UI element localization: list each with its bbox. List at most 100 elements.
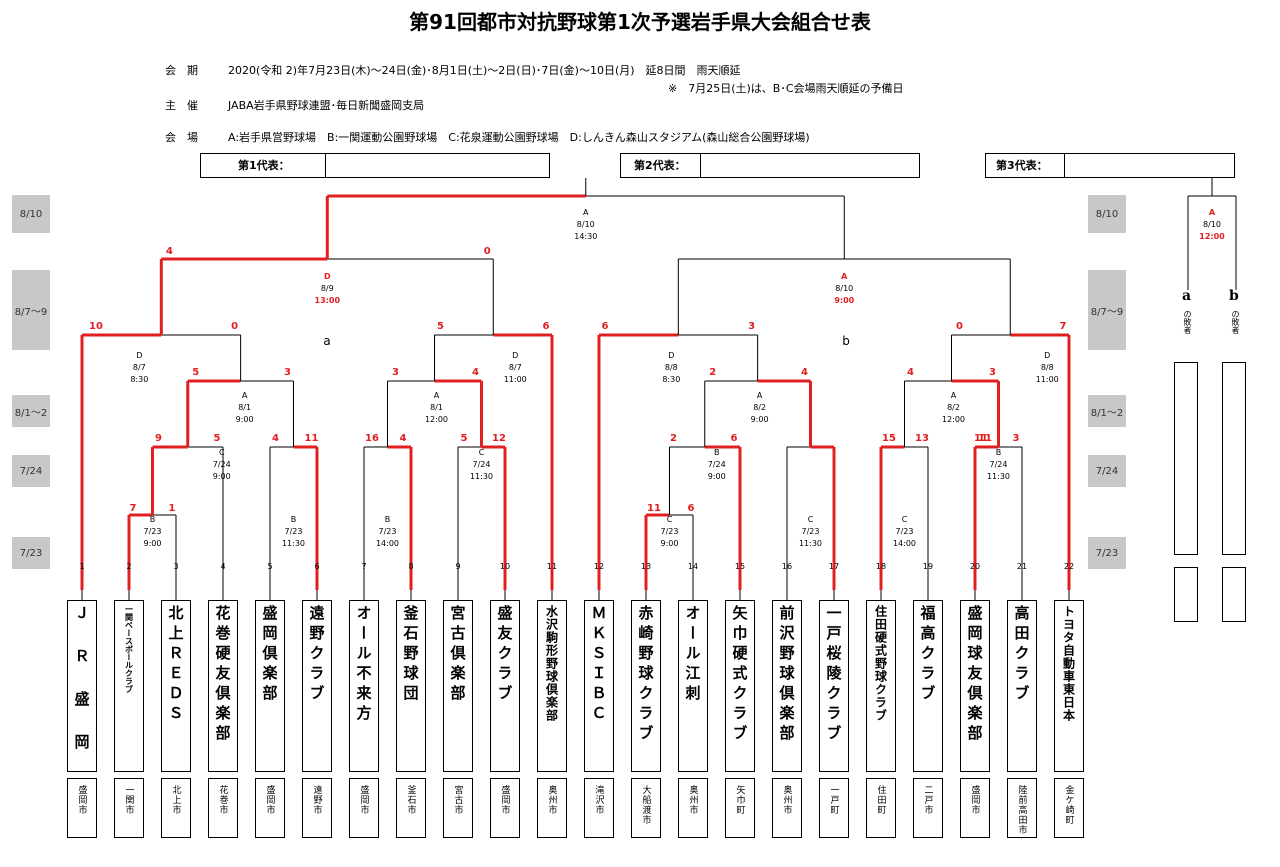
date-7-24-left: 7/24 [12,455,50,487]
match-date: 7/24 [473,460,491,469]
team-number: 11 [547,562,557,571]
date-8-1-left: 8/1～2 [12,395,50,427]
team-name: オール不来方 [354,605,373,725]
loser-b-city-box [1222,567,1246,622]
city-box: 奥州市 [772,778,802,838]
match-score: 5 [461,433,468,444]
match-time: 14:00 [893,539,916,548]
team-number: 22 [1064,562,1074,571]
match-score: 11 [974,433,988,444]
city-box: 二戸市 [913,778,943,838]
match-time: 11:30 [282,539,305,548]
second-rep-box [620,153,920,178]
team-name: 一戸桜陵クラブ [824,605,843,745]
page-title: 第91回都市対抗野球第1次予選岩手県大会組合せ表 [409,10,871,34]
host-label: 主 催 [165,99,198,112]
match-venue: A [583,208,589,217]
match-date: 8/2 [753,403,766,412]
team-number: 18 [876,562,886,571]
team-box: オール不来方 [349,600,379,772]
match-date: 7/23 [661,527,679,536]
team-box: 矢巾硬式クラブ [725,600,755,772]
match-venue: D [512,351,518,360]
team-number: 19 [923,562,933,571]
team-city: 金ケ崎町 [1063,785,1074,825]
match-score: 5 [437,321,444,332]
match-score: 0 [484,246,491,257]
match-score: 6 [688,503,695,514]
team-name: 住田硬式野球クラブ [873,605,888,722]
team-name: 盛岡倶楽部 [260,605,279,705]
team-number: 17 [829,562,839,571]
city-box: 盛岡市 [67,778,97,838]
team-box: 花巻硬友倶楽部 [208,600,238,772]
date-7-23-right: 7/23 [1088,537,1126,569]
match-venue: C [667,515,673,524]
team-city: 盛岡市 [499,785,510,815]
team-number: 3 [173,562,178,571]
team-number: 20 [970,562,980,571]
match-venue: B [291,515,297,524]
match-date: 7/24 [213,460,231,469]
team-number: 6 [314,562,319,571]
team-box: 水沢駒形野球倶楽部 [537,600,567,772]
loser-a-city-box [1174,567,1198,622]
team-name: 福高クラブ [918,605,937,705]
match-score: 1 [169,503,176,514]
team-name: Ｊ Ｒ 盛 岡 [72,605,91,754]
team-city: 二戸市 [922,785,933,815]
match-date: 7/23 [379,527,397,536]
match-score: 4 [472,367,479,378]
match-date: 8/1 [238,403,251,412]
team-city: 宮古市 [452,785,463,815]
match-score: 11 [305,433,319,444]
team-box: 宮古倶楽部 [443,600,473,772]
city-box: 宮古市 [443,778,473,838]
city-box: 一戸町 [819,778,849,838]
team-box: 高田クラブ [1007,600,1037,772]
third-rep-box [985,153,1235,178]
date-8-10-right: 8/10 [1088,195,1126,233]
match-score: 4 [801,367,808,378]
match-time: 12:00 [1199,232,1225,241]
side-sub-b: の敗者 [1231,310,1240,334]
match-venue: C [219,448,225,457]
match-score: 0 [956,321,963,332]
city-box: 釜石市 [396,778,426,838]
team-number: 15 [735,562,745,571]
team-name: 宮古倶楽部 [448,605,467,705]
match-date: 7/24 [990,460,1008,469]
team-number: 13 [641,562,651,571]
match-time: 11:30 [799,539,822,548]
team-box: Ｊ Ｒ 盛 岡 [67,600,97,772]
match-time: 9:00 [144,539,162,548]
city-box: 盛岡市 [255,778,285,838]
team-name: オール江刺 [683,605,702,705]
city-box: 滝沢市 [584,778,614,838]
match-venue: D [136,351,142,360]
city-box: 遠野市 [302,778,332,838]
match-venue: A [1209,208,1216,217]
team-city: 住田町 [875,785,886,815]
match-time: 13:00 [315,296,341,305]
team-box: 前沢野球倶楽部 [772,600,802,772]
match-date: 8/10 [577,220,595,229]
match-date: 7/24 [708,460,726,469]
team-name: 盛岡球友倶楽部 [965,605,984,745]
team-name: 一関ベースボールクラブ [124,605,134,693]
match-venue: A [951,391,957,400]
match-score: 2 [670,433,677,444]
match-score: 11 [647,503,661,514]
match-time: 11:00 [1036,375,1059,384]
match-score: 4 [400,433,407,444]
match-time: 11:30 [987,472,1010,481]
period-label: 会 期 [165,64,198,77]
team-box: 一戸桜陵クラブ [819,600,849,772]
team-box: 住田硬式野球クラブ [866,600,896,772]
city-box: 盛岡市 [490,778,520,838]
team-number: 8 [408,562,413,571]
match-venue: B [996,448,1002,457]
date-7-24-right: 7/24 [1088,455,1126,487]
match-score: 6 [731,433,738,444]
team-number: 9 [455,562,460,571]
